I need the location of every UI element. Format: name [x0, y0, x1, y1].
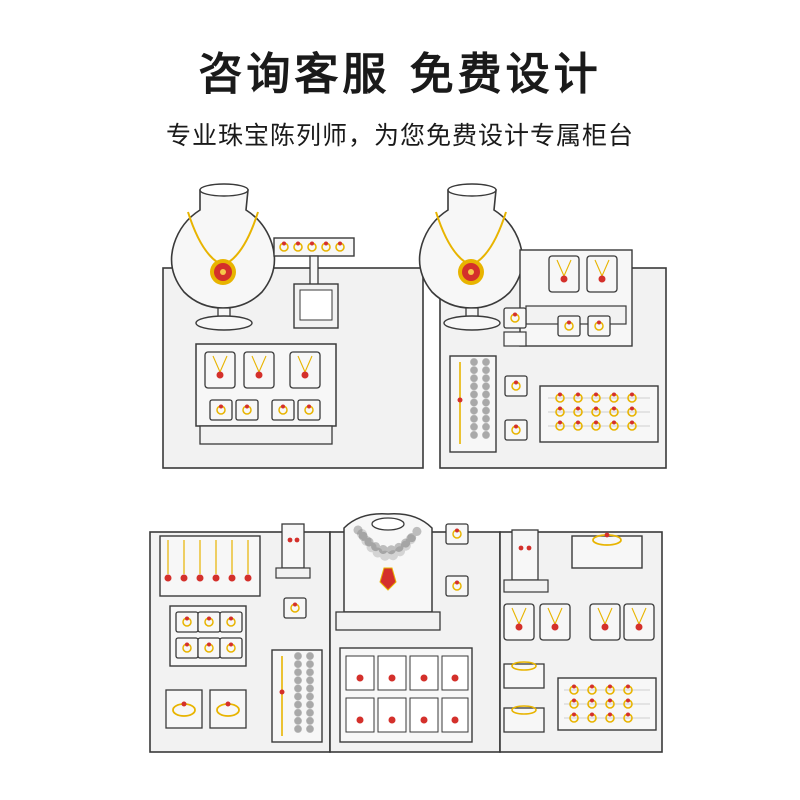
pearl-bust-display: [335, 513, 441, 631]
necklace-rack: [159, 535, 261, 597]
ring-bar-stand: [273, 237, 355, 329]
counter-set-top-right: [418, 183, 667, 469]
page-subtitle: 专业珠宝陈列师，为您免费设计专属柜台: [165, 121, 634, 150]
riser-plate: [195, 343, 337, 445]
ring-tray-rows: [548, 391, 650, 431]
bust-necklace-display: [418, 183, 524, 331]
counter-set-bottom: [149, 513, 663, 753]
page-title: 咨询客服 免费设计: [198, 49, 602, 100]
counter-set-top-left: [162, 183, 424, 469]
bust-necklace-display: [170, 183, 276, 331]
pendant-grid: [345, 655, 469, 733]
